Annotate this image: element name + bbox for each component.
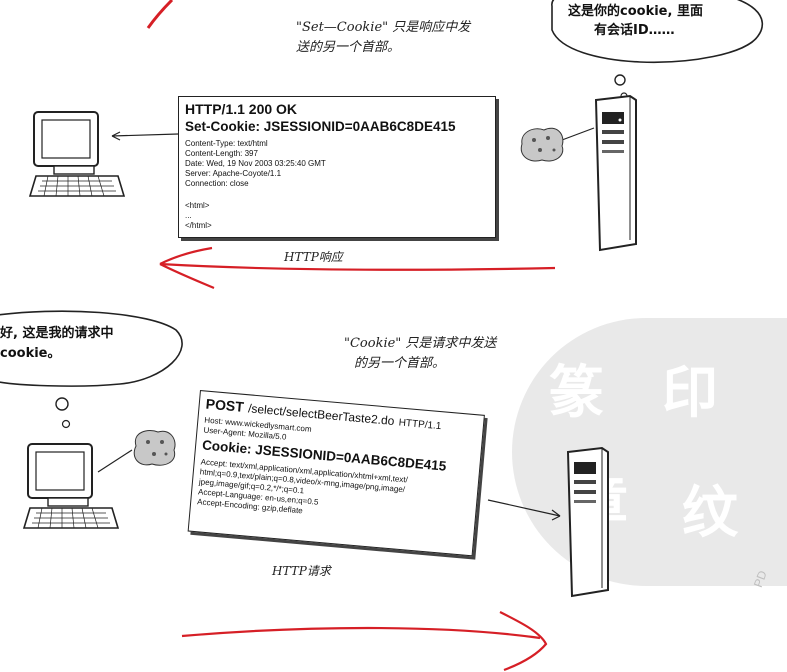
thought-dot: [614, 74, 626, 86]
http-response-card: HTTP/1.1 200 OK Set-Cookie: JSESSIONID=0…: [178, 96, 496, 238]
note-line: "Cookie" 只是请求中发送: [344, 336, 497, 351]
http-request-card: POST /select/selectBeerTaste2.do HTTP/1.…: [187, 390, 485, 557]
client-bubble-text: 好, 这是我的请求中 cookie。: [0, 324, 113, 364]
body-line: <html>: [185, 201, 210, 210]
server-top: [594, 94, 637, 252]
thought-dot: [55, 397, 69, 411]
set-cookie-note: "Set—Cookie" 只是响应中发 送的另一个首部。: [296, 18, 470, 58]
response-arrow-line: [111, 133, 179, 137]
request-red-arrow: [181, 626, 541, 640]
header-line: Server: Apache-Coyote/1.1: [185, 169, 282, 178]
bubble-line: 有会话ID……: [594, 23, 675, 38]
cookie-note: "Cookie" 只是请求中发送 的另一个首部。: [344, 334, 496, 374]
server-speech-bubble: [551, 0, 763, 64]
client-speech-bubble: [0, 310, 183, 387]
response-headers: Content-Type: text/html Content-Length: …: [185, 139, 326, 189]
server-bubble-text: 这是你的cookie, 里面 有会话ID……: [568, 2, 703, 40]
response-set-cookie-header: Set-Cookie: JSESSIONID=0AAB6C8DE415: [185, 119, 456, 134]
response-red-arrow: [159, 262, 556, 271]
request-version: HTTP/1.1: [398, 417, 442, 433]
red-stroke-top: [146, 0, 174, 29]
server-bottom: [566, 446, 609, 598]
http-request-label: HTTP请求: [272, 564, 331, 578]
request-arrow-line: [487, 499, 561, 517]
bubble-line: 这是你的cookie, 里面: [568, 4, 703, 19]
header-line: Content-Length: 397: [185, 149, 258, 158]
thought-dot: [61, 419, 71, 429]
body-line: ...: [185, 211, 192, 220]
http-response-label: HTTP响应: [284, 250, 343, 264]
client-computer-top: [28, 111, 126, 197]
seal-glyph: 纹: [682, 480, 738, 546]
header-line: Connection: close: [185, 179, 249, 188]
seal-watermark: 篆 印 章 纹: [512, 318, 787, 586]
note-line: "Set—Cookie" 只是响应中发: [296, 20, 471, 35]
request-method: POST: [205, 395, 245, 415]
response-body: <html> ... </html>: [185, 201, 212, 231]
bubble-line: cookie。: [0, 346, 61, 361]
header-line: Content-Type: text/html: [185, 139, 268, 148]
seal-glyph: 篆: [548, 360, 604, 426]
server-to-cookie-line: [561, 127, 595, 141]
cookie-icon: [133, 430, 176, 466]
bubble-line: 好, 这是我的请求中: [0, 326, 114, 341]
cookie-icon: [520, 127, 564, 162]
client-computer-bottom: [22, 443, 120, 529]
note-line: 送的另一个首部。: [296, 40, 401, 55]
body-line: </html>: [185, 221, 212, 230]
response-status-line: HTTP/1.1 200 OK: [185, 101, 298, 117]
note-line: 的另一个首部。: [354, 356, 446, 371]
header-line: Date: Wed, 19 Nov 2003 03:25:40 GMT: [185, 159, 326, 168]
seal-glyph: 印: [662, 360, 718, 426]
